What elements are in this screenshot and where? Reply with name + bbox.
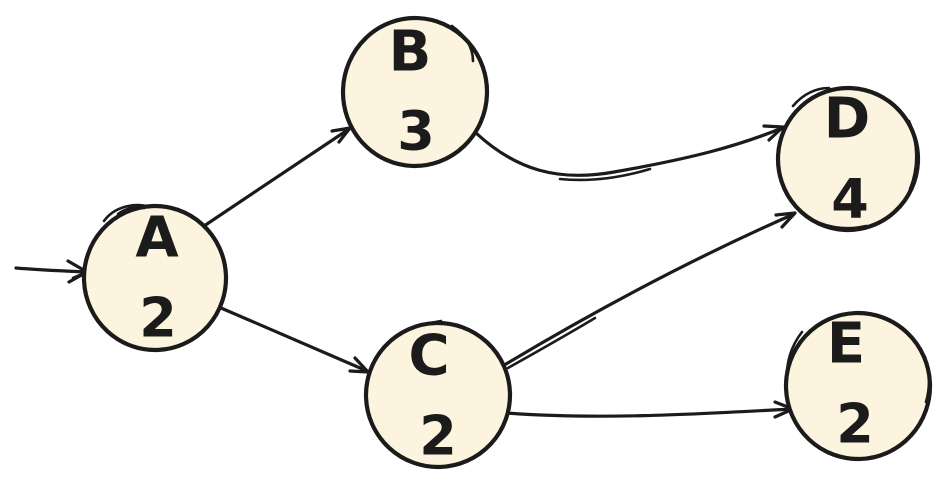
edge-A-C[interactable] (219, 306, 370, 374)
edge-C-E-line[interactable] (504, 407, 794, 418)
node-E[interactable]: E 2 (783, 310, 933, 462)
edge-A-B[interactable] (202, 126, 352, 228)
node-A[interactable]: A 2 (80, 202, 229, 353)
node-E-value: 2 (836, 393, 874, 456)
node-C-value: 2 (419, 405, 457, 468)
edge-B-D-sketch (558, 167, 652, 182)
node-D-circle[interactable] (774, 84, 921, 233)
node-C[interactable]: C 2 (363, 319, 513, 470)
edge-C-D-line[interactable] (504, 212, 796, 366)
node-D[interactable]: D 4 (774, 84, 921, 233)
edge-B-D[interactable] (474, 124, 785, 182)
edge-A-B-line[interactable] (202, 127, 351, 228)
node-A-sketch-stroke (102, 203, 152, 223)
node-D-label: D (824, 87, 870, 152)
edge-C-D-sketch (506, 316, 597, 370)
edge-C-E[interactable] (504, 400, 795, 419)
edge-A-C-line[interactable] (219, 306, 369, 373)
node-B-sketch-stroke (450, 24, 475, 63)
node-B-circle[interactable] (340, 15, 490, 169)
node-A-label: A (135, 206, 179, 271)
node-D-value: 4 (831, 168, 869, 231)
edge-C-D-arrowhead-icon (774, 211, 797, 229)
node-C-sketch-stroke (428, 319, 443, 325)
node-E-label: E (827, 312, 865, 377)
edge-B-D-line[interactable] (474, 126, 784, 177)
node-B-value: 3 (397, 100, 435, 163)
node-E-sketch-stroke (785, 330, 931, 404)
node-D-sketch-stroke (791, 86, 918, 230)
node-B[interactable]: B 3 (340, 15, 490, 169)
node-B-label: B (389, 20, 432, 85)
edge-C-D[interactable] (504, 211, 797, 370)
node-C-label: C (408, 324, 449, 389)
edge-start-A-line[interactable] (14, 266, 88, 274)
node-A-circle[interactable] (80, 202, 229, 353)
node-A-value: 2 (139, 287, 177, 350)
edge-start-A[interactable] (14, 259, 89, 284)
